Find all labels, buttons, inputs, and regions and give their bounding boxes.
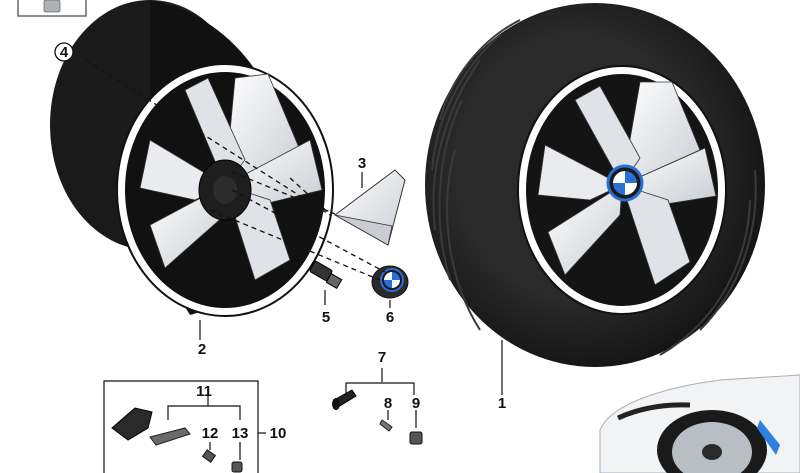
callout-4-circle: [54, 42, 74, 62]
callout-6: 6: [386, 309, 394, 326]
callout-12: 12: [202, 425, 219, 442]
callout-1: 1: [498, 395, 506, 412]
callout-8: 8: [384, 395, 392, 412]
car-front-drawing: [599, 374, 800, 473]
callout-labels: 4 1 2 3 5 6 7 8 9 10 11 12 13: [54, 42, 506, 442]
rim-drawing: [50, 0, 334, 317]
callout-4: 4: [60, 44, 69, 61]
callout-2: 2: [198, 341, 206, 358]
callout-7: 7: [378, 349, 386, 366]
callout-10: 10: [270, 425, 287, 442]
hub-cap-part: [371, 265, 409, 299]
callout-13: 13: [232, 425, 249, 442]
complete-wheel-drawing: [425, 3, 765, 367]
wheel-spokes: [537, 81, 717, 286]
assembly-lines: [85, 59, 386, 281]
tpms-box: [103, 380, 259, 473]
aero-insert-part: [334, 169, 406, 246]
callout-9: 9: [412, 395, 420, 412]
callout-3: 3: [358, 155, 366, 172]
wheel-bolt-part: [309, 261, 343, 290]
callout-5: 5: [322, 309, 330, 326]
bmw-logo-icon: [606, 164, 644, 202]
leader-lines: [167, 172, 503, 460]
bolt-thumbnail-box: [17, 0, 87, 17]
valve-parts: [332, 389, 423, 445]
rim-spokes: [139, 73, 323, 281]
callout-11: 11: [196, 383, 212, 400]
